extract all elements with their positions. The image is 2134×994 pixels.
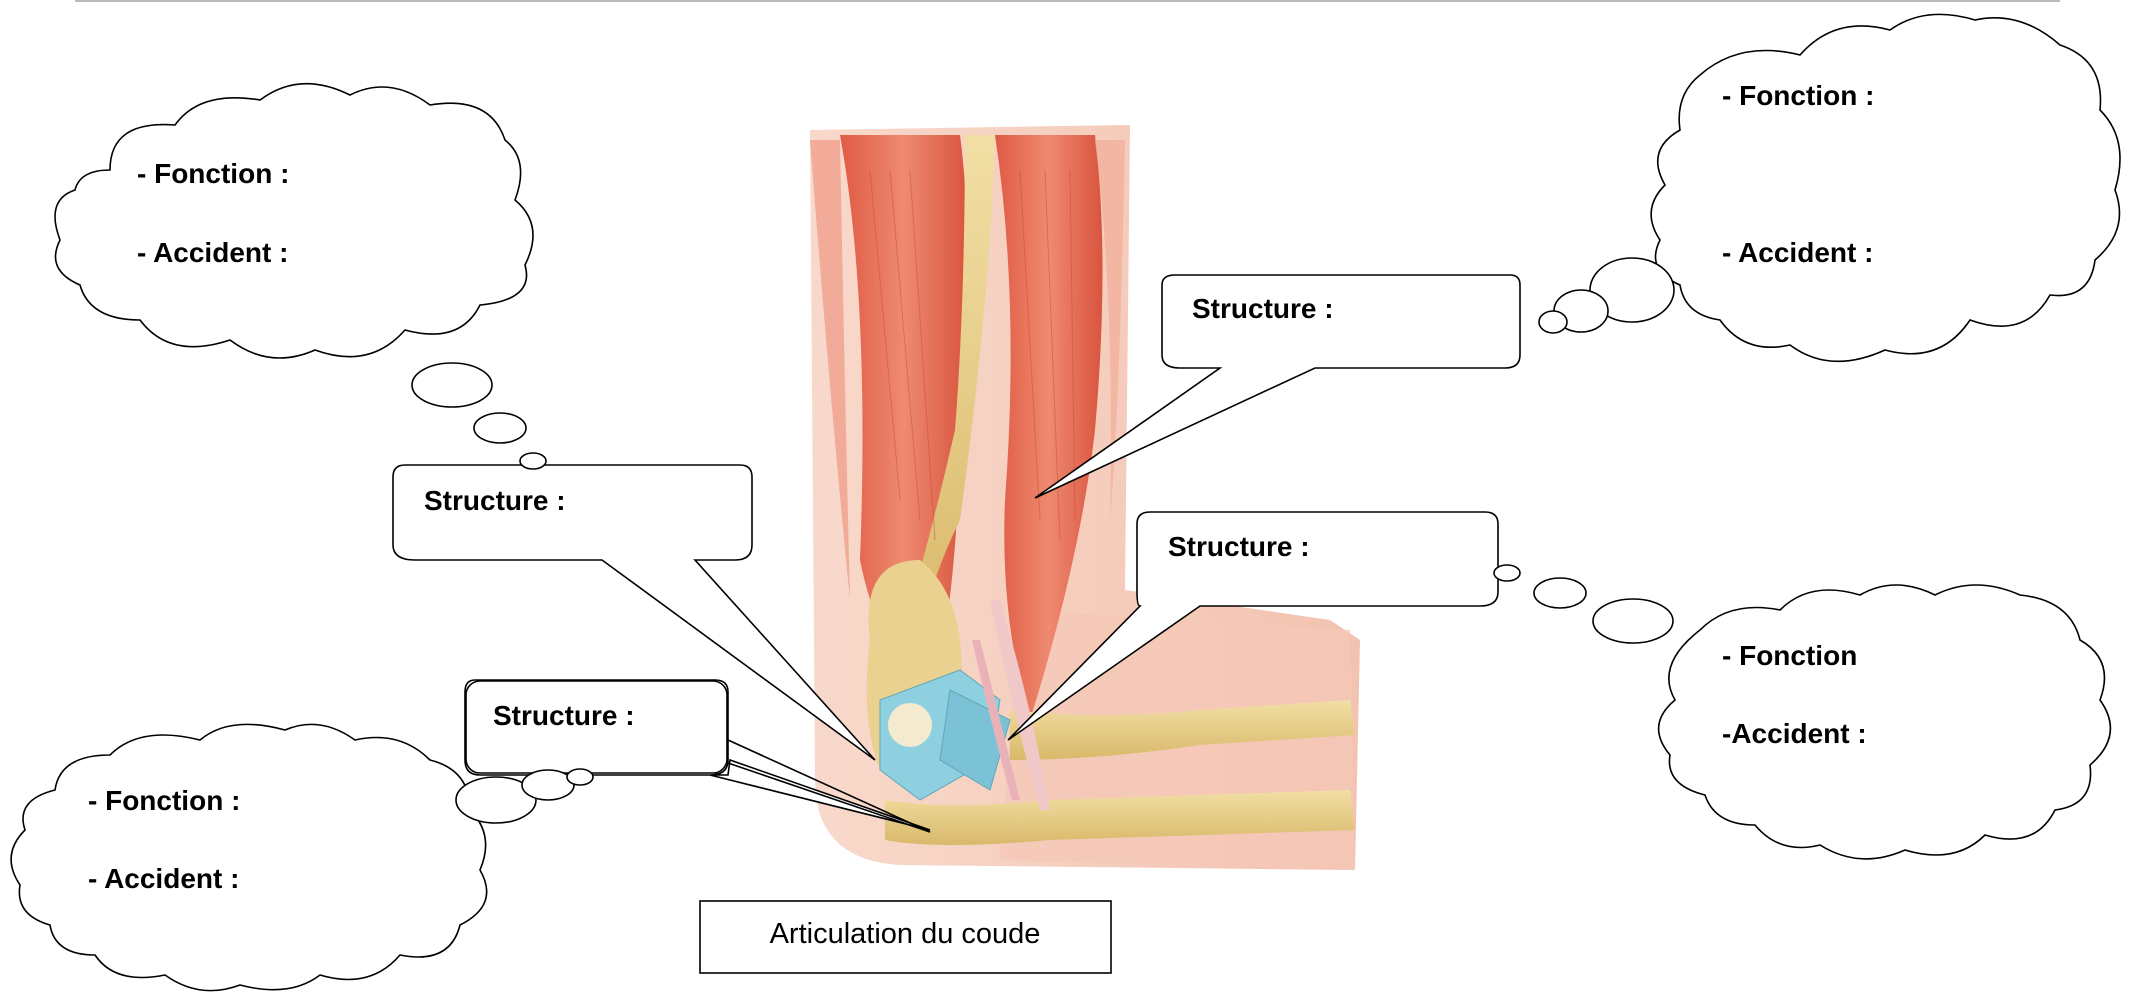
thought-cloud-bottom-right: - Fonction -Accident : — [1494, 565, 2110, 859]
caption-box: Articulation du coude — [700, 901, 1111, 973]
cloud-bottom-right-line2[interactable]: -Accident : — [1722, 718, 1867, 749]
cloud-top-left-line1[interactable]: - Fonction : — [137, 158, 289, 189]
cloud-top-right-line1[interactable]: - Fonction : — [1722, 80, 1874, 111]
cloud-top-left-line2[interactable]: - Accident : — [137, 237, 288, 268]
structure-label-4[interactable]: Structure : — [493, 700, 635, 731]
cloud-top-right-line2[interactable]: - Accident : — [1722, 237, 1873, 268]
thought-cloud-top-right: - Fonction : - Accident : — [1539, 14, 2120, 361]
elbow-illustration — [810, 125, 1360, 870]
thought-cloud-top-left: - Fonction : - Accident : — [55, 84, 546, 469]
caption-text: Articulation du coude — [770, 918, 1041, 950]
cloud-bottom-left-line1[interactable]: - Fonction : — [88, 785, 240, 816]
structure-label-2[interactable]: Structure : — [424, 485, 566, 516]
cloud-bottom-right-line1[interactable]: - Fonction — [1722, 640, 1857, 671]
joint-cartilage — [888, 703, 932, 747]
structure-label-3[interactable]: Structure : — [1168, 531, 1310, 562]
structure-label-1[interactable]: Structure : — [1192, 293, 1334, 324]
cloud-bottom-left-line2[interactable]: - Accident : — [88, 863, 239, 894]
